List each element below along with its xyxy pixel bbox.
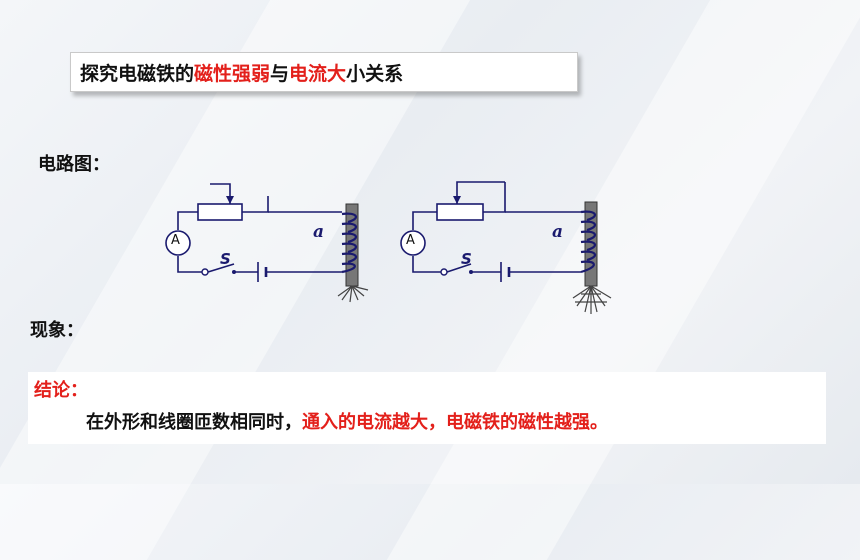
- conclusion-heading: 结论：: [34, 380, 88, 401]
- ammeter-label-1: A: [171, 233, 180, 248]
- title-part: 探究电磁铁的: [80, 62, 195, 85]
- coil-label-2: a: [552, 222, 564, 242]
- coil: [341, 212, 358, 274]
- circuit-diagram-1: [165, 183, 369, 303]
- title-part: 关系: [365, 62, 404, 85]
- title-part: 磁性强弱: [194, 62, 271, 85]
- conclusion-text: 在外形和线圈匝数相同时，通入的电流越大，电磁铁的磁性越强。: [86, 408, 608, 434]
- ammeter-icon: [400, 230, 426, 256]
- conclusion-text-condition: 在外形和线圈匝数相同时，: [86, 412, 302, 433]
- ammeter-label-2: A: [406, 233, 415, 248]
- title-part: 小: [346, 62, 366, 85]
- circuit-diagram-2: [400, 181, 612, 314]
- title-part: 电流大: [289, 62, 347, 85]
- pins-icon: [572, 285, 612, 314]
- coil-label-1: a: [313, 222, 325, 242]
- conclusion-box: 结论： 在外形和线圈匝数相同时，通入的电流越大，电磁铁的磁性越强。: [28, 372, 826, 444]
- switch-label-2: S: [461, 250, 472, 268]
- page-title: 探究电磁铁的磁性强弱与电流大小关系: [70, 52, 578, 92]
- coil: [580, 210, 597, 274]
- circuit-label: 电路图：: [38, 154, 110, 175]
- title-part: 与: [270, 62, 290, 85]
- ammeter-icon: [165, 230, 191, 256]
- switch-label-1: S: [220, 250, 231, 268]
- pins-icon: [337, 285, 369, 303]
- phenomenon-label: 现象：: [30, 320, 84, 341]
- conclusion-text-result: 通入的电流越大，电磁铁的磁性越强。: [302, 412, 608, 433]
